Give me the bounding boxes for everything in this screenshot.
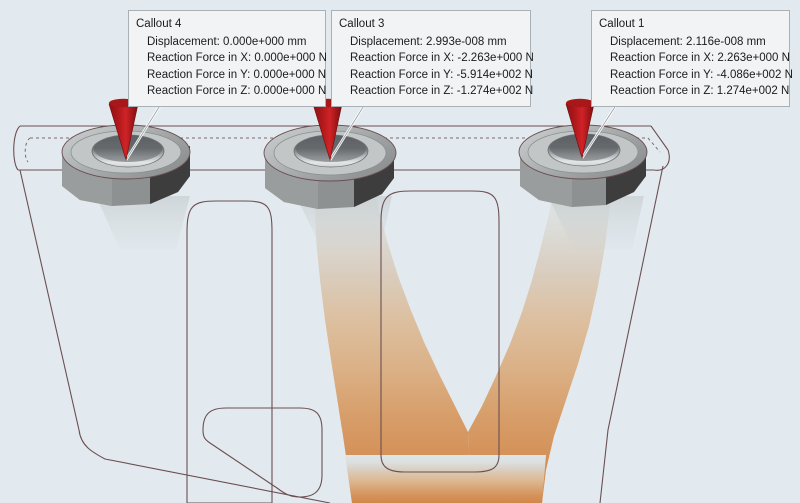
callout-3-force-z: Reaction Force in Z: -1.274e+002 N xyxy=(350,85,534,97)
callout-1-force-z: Reaction Force in Z: 1.274e+002 N xyxy=(610,85,790,97)
callout-box-1[interactable]: Callout 1 Displacement: 2.116e-008 mm Re… xyxy=(591,10,793,107)
probe-arrow-right-base xyxy=(566,98,594,108)
pocket-center xyxy=(380,190,500,473)
stress-band-left xyxy=(315,166,470,503)
callout-4-force-y: Reaction Force in Y: 0.000e+000 N xyxy=(147,68,327,81)
stress-band-right xyxy=(468,166,612,503)
callout-4-displacement: Displacement: 0.000e+000 mm xyxy=(147,35,307,48)
callout-1-title: Callout 1 xyxy=(599,18,645,30)
callout-3-force-y: Reaction Force in Y: -5.914e+002 N xyxy=(350,68,533,81)
callout-1-force-x: Reaction Force in X: 2.263e+000 N xyxy=(610,52,790,64)
pocket-left xyxy=(186,200,273,503)
callout-3-force-x: Reaction Force in X: -2.263e+000 N xyxy=(350,52,534,64)
callout-4-force-x: Reaction Force in X: 0.000e+000 N xyxy=(147,52,327,64)
part-right-cap-top xyxy=(650,125,669,151)
part-pockets xyxy=(186,190,500,503)
fastener-shadows xyxy=(96,196,644,250)
callout-4-title: Callout 4 xyxy=(136,18,182,30)
callout-1-force-y: Reaction Force in Y: -4.086e+002 N xyxy=(610,68,793,81)
callout-1-displacement: Displacement: 2.116e-008 mm xyxy=(610,35,766,48)
part-left-skirt xyxy=(19,169,80,431)
part-left-skirt2 xyxy=(78,429,331,503)
stress-band-trunk xyxy=(345,455,546,503)
part-right-cap xyxy=(653,149,670,171)
callout-box-3[interactable]: Callout 3 Displacement: 2.993e-008 mm Re… xyxy=(331,10,534,107)
callout-3-title: Callout 3 xyxy=(339,18,385,30)
part-left-cap xyxy=(13,125,21,171)
part-right-skirt xyxy=(599,165,664,503)
callout-3-displacement: Displacement: 2.993e-008 mm xyxy=(350,35,507,48)
callout-4-force-z: Reaction Force in Z: 0.000e+000 N xyxy=(147,85,327,97)
stress-contour-plot xyxy=(315,166,612,503)
pocket-triangle xyxy=(202,407,323,498)
callout-box-4[interactable]: Callout 4 Displacement: 0.000e+000 mm Re… xyxy=(128,10,327,107)
